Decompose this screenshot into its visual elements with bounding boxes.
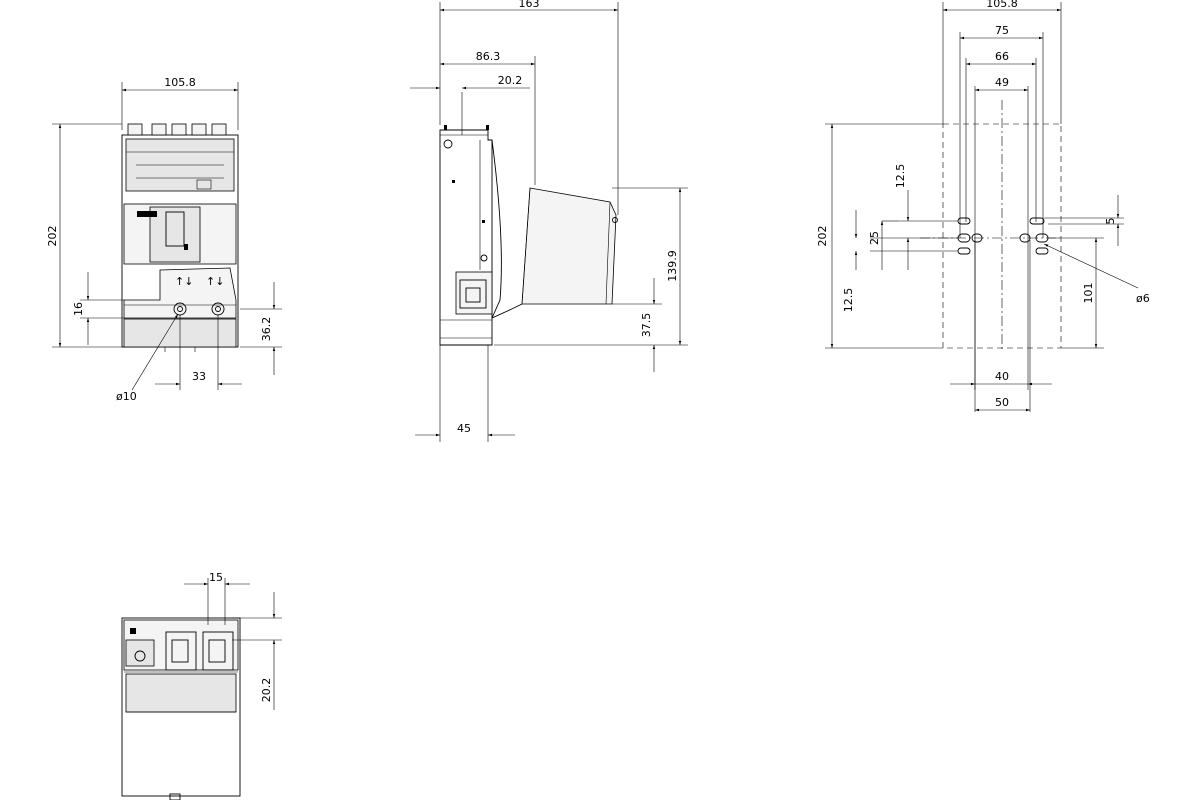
dim-5-label: 5 xyxy=(1104,218,1117,225)
mount-hole xyxy=(957,247,971,255)
top-clip xyxy=(171,123,187,136)
top-clip xyxy=(191,123,207,136)
dim-20-2-bottom-label: 20.2 xyxy=(260,678,273,703)
mount-hole xyxy=(1019,233,1031,243)
dim-101-label: 101 xyxy=(1082,283,1095,304)
dim-width-label: 105.8 xyxy=(164,76,196,89)
bottom-terminal xyxy=(202,631,234,671)
top-clip xyxy=(127,123,143,136)
side-view: 163 86.3 20.2 139.9 37.5 45 xyxy=(410,0,688,442)
dim-20-2-label: 20.2 xyxy=(498,74,523,87)
top-clip xyxy=(151,123,167,136)
mount-hole xyxy=(1029,217,1045,225)
dim-66-label: 66 xyxy=(995,50,1009,63)
dim-86-3-label: 86.3 xyxy=(476,50,501,63)
dim-height-label: 202 xyxy=(46,226,59,247)
bottom-terminal xyxy=(165,631,197,671)
drill-hole-diameter-label: ø6 xyxy=(1136,292,1150,305)
dim-50-label: 50 xyxy=(995,396,1009,409)
side-cover xyxy=(521,187,617,305)
front-view: ↑↓ ↑↓ 105.8 202 16 36.2 xyxy=(46,76,282,403)
dim-163-label: 163 xyxy=(519,0,540,10)
dim-33-label: 33 xyxy=(192,370,206,383)
dim-36-2-label: 36.2 xyxy=(260,317,273,342)
dim-40-label: 40 xyxy=(995,370,1009,383)
mount-hole xyxy=(1035,247,1049,255)
dim-16-label: 16 xyxy=(72,302,85,316)
dim-12-5-top-label: 12.5 xyxy=(894,164,907,189)
drilling-view: 105.8 75 66 49 202 12.5 25 12.5 xyxy=(816,0,1150,412)
bottom-view: 15 20.2 xyxy=(121,571,282,800)
dim-45-label: 45 xyxy=(457,422,471,435)
dim-49-label: 49 xyxy=(995,76,1009,89)
dim-12-5-left-label: 12.5 xyxy=(842,288,855,313)
dim-37-5-label: 37.5 xyxy=(640,313,653,338)
hole-diameter-label: ø10 xyxy=(116,390,137,403)
top-clip xyxy=(211,123,227,136)
drill-height-label: 202 xyxy=(816,226,829,247)
bottom-housing-outline xyxy=(121,617,241,797)
dim-25-label: 25 xyxy=(868,231,881,245)
dim-15-label: 15 xyxy=(209,571,223,584)
drill-width-label: 105.8 xyxy=(986,0,1018,10)
dim-75-label: 75 xyxy=(995,24,1009,37)
mount-hole xyxy=(971,233,983,243)
svg-text:↑↓: ↑↓ xyxy=(206,275,224,288)
terminal-block xyxy=(123,267,237,319)
svg-text:↑↓: ↑↓ xyxy=(175,275,193,288)
dim-139-9-label: 139.9 xyxy=(666,250,679,282)
